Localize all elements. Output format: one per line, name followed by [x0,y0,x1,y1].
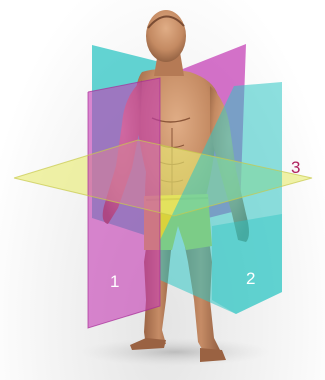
plane-1-front [88,78,160,328]
head [146,10,186,62]
floor-shadow [80,338,270,366]
plane-2-edge [212,214,282,314]
